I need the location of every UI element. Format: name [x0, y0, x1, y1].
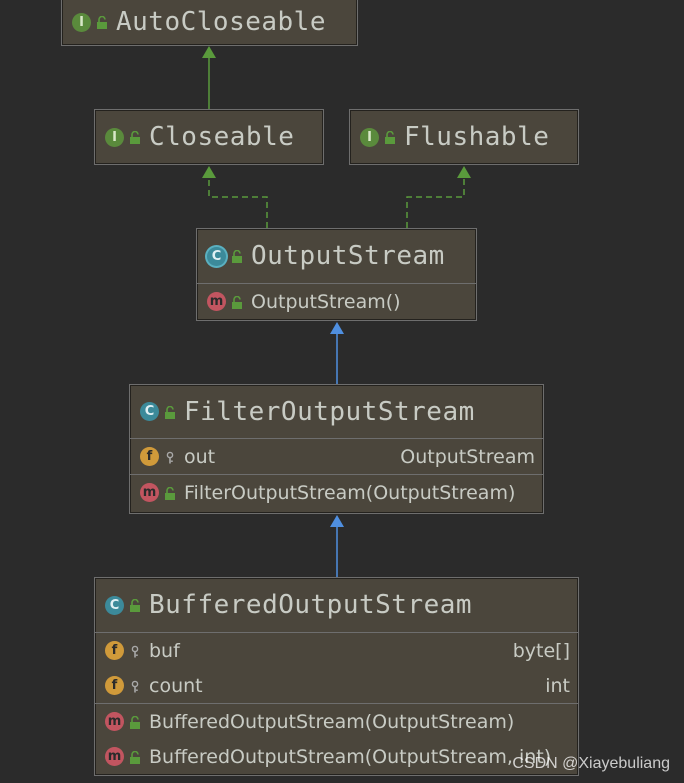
edge-outputstream-closeable: [208, 178, 268, 228]
public-lock-icon: [231, 295, 243, 309]
node-header: C BufferedOutputStream: [95, 578, 578, 632]
node-title: BufferedOutputStream: [149, 590, 473, 620]
node-flushable[interactable]: I Flushable: [349, 109, 579, 165]
arrowhead-filteroutputstream: [330, 515, 344, 527]
node-outputstream[interactable]: C OutputStream m OutputStream(): [196, 228, 477, 321]
protected-key-icon: [129, 679, 141, 693]
method-name: BufferedOutputStream(OutputStream): [149, 710, 515, 733]
section-divider: [197, 283, 476, 284]
node-bufferedoutputstream[interactable]: C BufferedOutputStream f buf byte[] f co…: [94, 577, 579, 776]
arrowhead-closeable: [202, 166, 216, 178]
method-icon: m: [140, 483, 159, 502]
public-lock-icon: [129, 598, 141, 612]
interface-icon: I: [105, 127, 124, 147]
class-icon: C: [140, 402, 159, 421]
field-type: byte[]: [512, 639, 570, 662]
public-lock-icon: [129, 715, 141, 729]
node-title: OutputStream: [251, 241, 445, 271]
public-lock-icon: [164, 486, 176, 500]
method-row[interactable]: m BufferedOutputStream(OutputStream, int…: [95, 739, 578, 774]
field-row[interactable]: f buf byte[]: [95, 633, 578, 668]
method-name: OutputStream(): [251, 290, 401, 313]
field-name: buf: [149, 639, 180, 662]
arrowhead-autocloseable: [202, 46, 216, 58]
arrowhead-outputstream: [330, 322, 344, 334]
field-row[interactable]: f out OutputStream: [130, 439, 543, 474]
public-lock-icon: [129, 130, 141, 144]
protected-key-icon: [129, 644, 141, 658]
field-type: int: [545, 674, 570, 697]
interface-icon: I: [360, 127, 379, 147]
abstract-class-icon: C: [207, 246, 226, 266]
arrowhead-flushable: [457, 166, 471, 178]
node-autocloseable[interactable]: I AutoCloseable: [61, 0, 358, 46]
node-header: C OutputStream: [197, 229, 476, 283]
public-lock-icon: [129, 750, 141, 764]
section-divider: [130, 474, 543, 475]
node-closeable[interactable]: I Closeable: [94, 109, 324, 165]
field-name: out: [184, 445, 216, 468]
public-lock-icon: [164, 405, 176, 419]
node-header: I AutoCloseable: [62, 0, 357, 45]
method-row[interactable]: m FilterOutputStream(OutputStream): [130, 475, 543, 510]
node-title: Flushable: [404, 122, 550, 152]
method-icon: m: [105, 712, 124, 731]
method-icon: m: [105, 747, 124, 766]
class-icon: C: [105, 595, 124, 615]
interface-icon: I: [72, 12, 91, 32]
field-icon: f: [140, 447, 159, 466]
public-lock-icon: [231, 249, 243, 263]
field-row[interactable]: f count int: [95, 668, 578, 703]
watermark: CSDN @Xiayebuliang: [512, 755, 670, 772]
node-title: Closeable: [149, 122, 295, 152]
node-header: I Flushable: [350, 110, 578, 164]
field-icon: f: [105, 641, 124, 660]
protected-key-icon: [164, 450, 176, 464]
section-divider: [95, 632, 578, 633]
node-title: AutoCloseable: [116, 7, 326, 37]
node-header: I Closeable: [95, 110, 323, 164]
section-divider: [95, 703, 578, 704]
public-lock-icon: [96, 15, 108, 29]
section-divider: [130, 438, 543, 439]
method-row[interactable]: m OutputStream(): [197, 284, 476, 319]
node-title: FilterOutputStream: [184, 396, 475, 427]
public-lock-icon: [384, 130, 396, 144]
field-icon: f: [105, 676, 124, 695]
node-header: C FilterOutputStream: [130, 385, 543, 438]
node-filteroutputstream[interactable]: C FilterOutputStream f out OutputStream …: [129, 384, 544, 514]
method-name: FilterOutputStream(OutputStream): [184, 481, 516, 504]
method-name: BufferedOutputStream(OutputStream, int): [149, 745, 552, 768]
edge-outputstream-flushable: [406, 178, 465, 228]
method-row[interactable]: m BufferedOutputStream(OutputStream): [95, 704, 578, 739]
method-icon: m: [207, 292, 226, 311]
field-type: OutputStream: [400, 445, 535, 468]
field-name: count: [149, 674, 203, 697]
